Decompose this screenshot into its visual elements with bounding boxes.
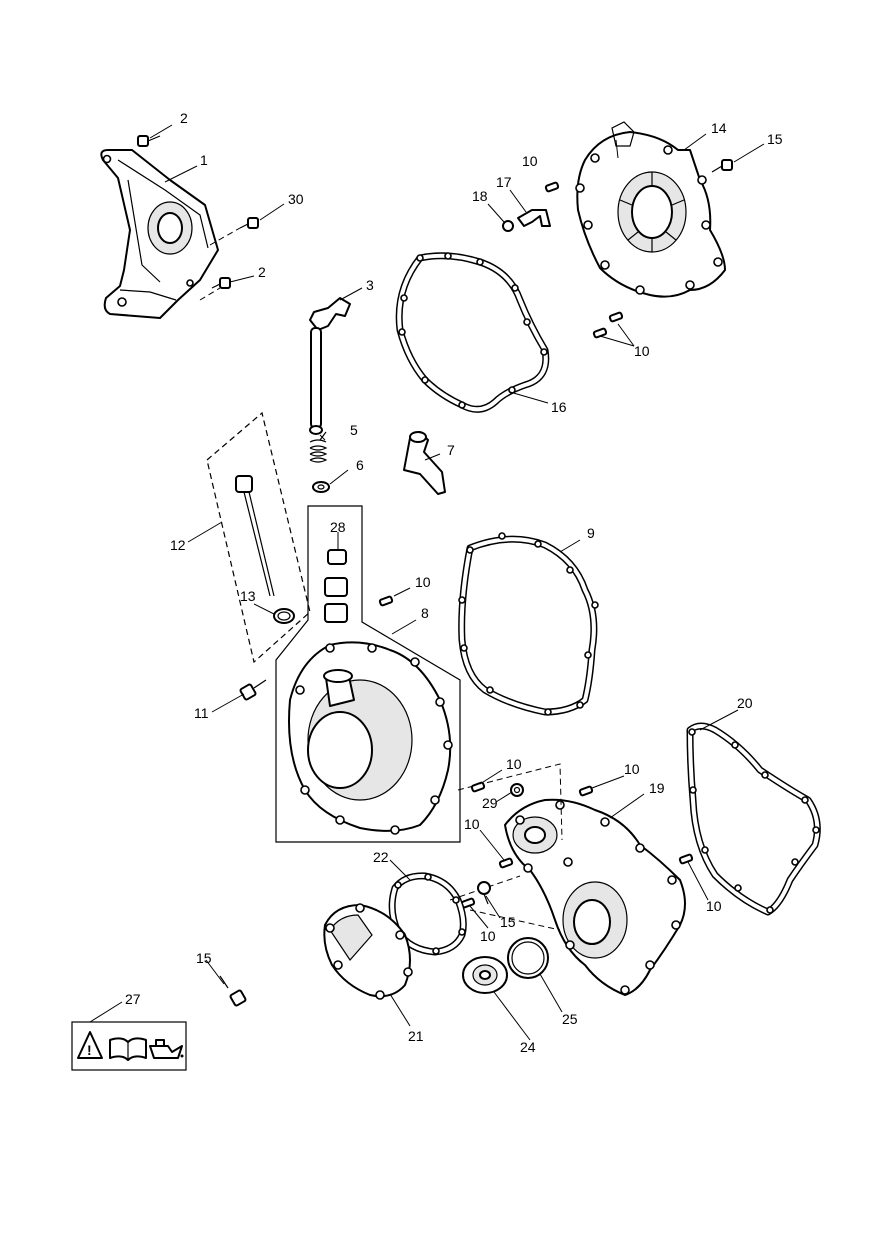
part-2-bolt-top xyxy=(137,135,161,147)
callout-29: 29 xyxy=(482,795,498,811)
svg-text:!: ! xyxy=(87,1042,92,1058)
part-2-bolt-lower xyxy=(211,277,231,289)
part-10-dowel-c xyxy=(498,857,514,869)
part-11-bolt xyxy=(239,679,267,701)
callout-labels: 1 2 2 3 5 6 7 8 9 10 10 10 10 10 10 10 1… xyxy=(125,110,783,1055)
part-7-bracket xyxy=(403,431,446,495)
oil-can-icon xyxy=(149,1039,184,1059)
callout-7: 7 xyxy=(447,442,455,458)
part-10-dowel-a xyxy=(470,781,486,793)
part-10-dowel-mid xyxy=(378,595,394,607)
callout-10-e: 10 xyxy=(624,761,640,777)
part-3-shaft xyxy=(309,297,351,435)
callout-25: 25 xyxy=(562,1011,578,1027)
callout-15-a: 15 xyxy=(767,131,783,147)
callout-14: 14 xyxy=(711,120,727,136)
part-25-oring xyxy=(507,937,549,979)
part-28-bushings xyxy=(275,505,461,843)
callout-10-c: 10 xyxy=(415,574,431,590)
callout-15-b: 15 xyxy=(500,914,516,930)
part-8-clutch-cover xyxy=(288,641,453,835)
part-20-gasket xyxy=(686,722,821,916)
part-9-gasket xyxy=(458,532,599,716)
part-1-bracket xyxy=(100,149,219,319)
callout-10-g: 10 xyxy=(480,928,496,944)
part-10-dowel-b xyxy=(578,785,594,797)
part-30-bolt xyxy=(239,217,259,229)
part-29-bolt xyxy=(510,783,524,797)
part-5-spring xyxy=(309,431,328,463)
callout-8: 8 xyxy=(421,605,429,621)
part-17-clip xyxy=(517,209,551,227)
part-10-dowel-e xyxy=(678,853,694,865)
callout-11: 11 xyxy=(194,705,209,721)
part-16-gasket xyxy=(395,252,550,413)
callout-2b: 2 xyxy=(258,264,266,280)
callout-20: 20 xyxy=(737,695,753,711)
leader-lines xyxy=(89,124,765,1041)
callout-12: 12 xyxy=(170,537,186,553)
part-14-cover xyxy=(575,121,726,298)
part-19-cover xyxy=(504,798,686,996)
callout-21: 21 xyxy=(408,1028,424,1044)
part-24-seal xyxy=(462,956,508,994)
callout-19: 19 xyxy=(649,780,665,796)
callout-6: 6 xyxy=(356,457,364,473)
callout-18: 18 xyxy=(472,188,488,204)
part-10-dowels-pair xyxy=(592,311,624,339)
callout-17: 17 xyxy=(496,174,512,190)
part-27-symbol-box: ! xyxy=(71,1021,187,1071)
callout-16: 16 xyxy=(551,399,567,415)
part-21-cover xyxy=(323,903,413,1000)
part-13-oring xyxy=(273,608,295,624)
callout-30: 30 xyxy=(288,191,304,207)
callout-27: 27 xyxy=(125,991,141,1007)
callout-9: 9 xyxy=(587,525,595,541)
callout-13: 13 xyxy=(240,588,256,604)
callout-15-c: 15 xyxy=(196,950,212,966)
callout-3: 3 xyxy=(366,277,374,293)
part-15-bolt-mid xyxy=(477,881,491,905)
callout-28: 28 xyxy=(330,519,346,535)
part-6-washer xyxy=(312,481,330,493)
part-18-screw xyxy=(502,220,514,232)
callout-10-b: 10 xyxy=(634,343,650,359)
callout-10-f: 10 xyxy=(464,816,480,832)
callout-22: 22 xyxy=(373,849,389,865)
callout-1: 1 xyxy=(200,152,208,168)
manual-book-icon xyxy=(109,1037,147,1061)
callout-5: 5 xyxy=(350,422,358,438)
callout-24: 24 xyxy=(520,1039,536,1055)
part-15-bolt-right xyxy=(711,159,733,173)
part-15-bolt-lower xyxy=(219,975,247,1007)
callout-10-h: 10 xyxy=(706,898,722,914)
callout-10-a: 10 xyxy=(522,153,538,169)
callout-10-d: 10 xyxy=(506,756,522,772)
part-12-dipstick xyxy=(206,411,311,664)
part-10-dowel-top xyxy=(544,181,560,193)
warning-triangle-icon: ! xyxy=(77,1031,103,1059)
callout-2a: 2 xyxy=(180,110,188,126)
